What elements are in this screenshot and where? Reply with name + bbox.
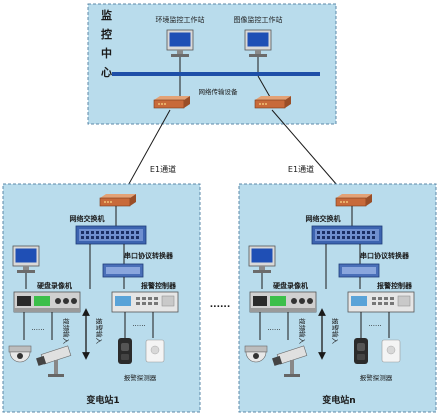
s1-dvr-icon	[13, 291, 81, 313]
sn-alarm-controller-icon	[347, 291, 415, 313]
s1-probe-keypad-icon	[118, 338, 132, 364]
sn-serial-converter-label: 串口协议转换器	[360, 251, 410, 260]
s1-video-dots: ......	[31, 324, 44, 332]
cc-title-char-1: 监	[101, 8, 112, 22]
s1-probe-sensor-icon	[145, 339, 165, 363]
sn-probe-sensor-icon	[381, 339, 401, 363]
s1-modem-icon	[99, 193, 137, 207]
sn-switch-label: 网络交换机	[306, 214, 341, 223]
s1-dvr-label: 硬盘录像机	[37, 281, 72, 290]
s1-serial-converter-label: 串口协议转换器	[124, 251, 174, 260]
substation-1: 网络交换机 串口协议转换器 硬盘录像机 报警控制器 ...... 视频输入 报警…	[2, 183, 201, 413]
s1-switch-label: 网络交换机	[70, 214, 105, 223]
image-workstation-label: 图像监控工作站	[234, 15, 283, 24]
cc-title-char-3: 中	[101, 46, 112, 60]
sn-probe-dots: ......	[368, 320, 381, 328]
substation-n: 网络交换机 串口协议转换器 硬盘录像机 报警控制器 ...... 视频输入 报警…	[238, 183, 437, 413]
sn-modem-icon	[335, 193, 373, 207]
control-center: 监 控 中 心 环境监控工作站 图像监控工作站 网络传输设备	[87, 3, 337, 125]
sn-network-switch-icon	[311, 225, 383, 245]
cc-title-char-2: 控	[101, 27, 112, 41]
s1-probe-dots: ......	[132, 320, 145, 328]
sn-serial-converter-icon	[338, 263, 380, 278]
sn-dvr-label: 硬盘录像机	[273, 281, 308, 290]
s1-alarm-controller-icon	[111, 291, 179, 313]
s1-network-switch-icon	[75, 225, 147, 245]
transmission-label: 网络传输设备	[199, 87, 239, 96]
e1-label-left: E1通道	[150, 164, 176, 174]
sn-name: 变电站n	[322, 394, 355, 406]
s1-name: 变电站1	[86, 394, 119, 406]
s1-alarm-ctrl-label: 报警控制器	[141, 281, 177, 290]
cc-transmission-modem-left-icon	[153, 95, 191, 109]
sn-alarm-probe-label: 报警探测器	[360, 373, 393, 382]
s1-serial-converter-icon	[102, 263, 144, 278]
between-stations-ellipsis: ......	[210, 300, 231, 310]
sn-alarm-input-label: 报警输入	[331, 318, 340, 345]
control-center-panel	[87, 3, 337, 125]
sn-dvr-icon	[249, 291, 317, 313]
s1-alarm-input-label: 报警输入	[95, 318, 104, 345]
s1-video-input-label: 视频输入	[62, 318, 71, 345]
env-workstation-label: 环境监控工作站	[156, 15, 205, 24]
lan-bus	[112, 72, 320, 76]
sn-probe-keypad-icon	[354, 338, 368, 364]
s1-alarm-probe-label: 报警探测器	[124, 373, 157, 382]
sn-video-dots: ......	[267, 324, 280, 332]
cc-transmission-modem-right-icon	[254, 95, 292, 109]
sn-alarm-ctrl-label: 报警控制器	[377, 281, 413, 290]
cc-title-char-4: 心	[101, 66, 112, 79]
sn-video-input-label: 视频输入	[298, 318, 307, 345]
e1-label-right: E1通道	[288, 164, 314, 174]
